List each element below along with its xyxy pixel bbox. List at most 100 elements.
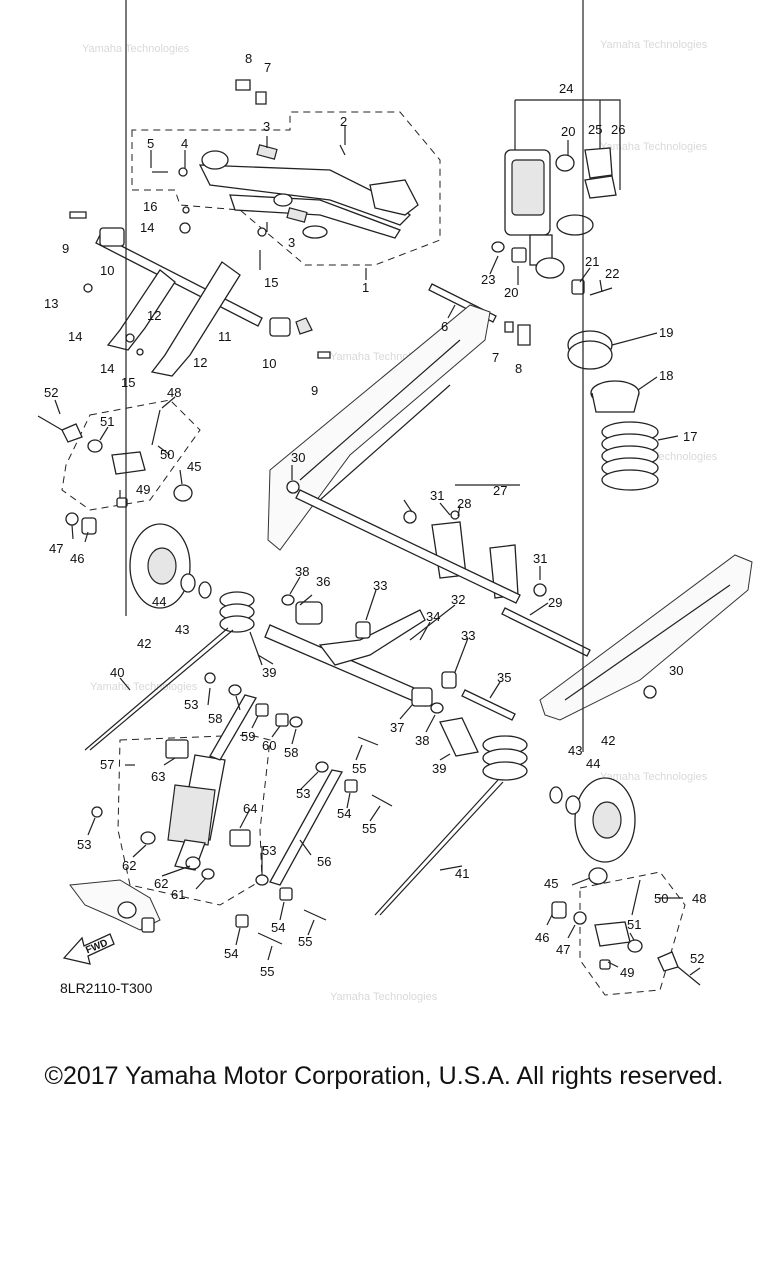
callout-62: 62 [122, 858, 136, 873]
callout-64: 64 [243, 801, 257, 816]
idler-wheels [129, 523, 636, 863]
callout-51: 51 [627, 917, 641, 932]
callout-12: 12 [147, 308, 161, 323]
watermark: Yamaha Technologies [330, 991, 438, 1003]
callout-6: 6 [441, 319, 448, 334]
callout-40: 40 [110, 665, 124, 680]
callout-11: 11 [218, 329, 232, 344]
watermark: Yamaha Technologies [600, 771, 708, 783]
callout-15: 15 [264, 275, 278, 290]
callout-55: 55 [260, 964, 274, 979]
callout-33: 33 [461, 628, 475, 643]
callout-58: 58 [284, 745, 298, 760]
callout-20: 20 [561, 124, 575, 139]
callout-17: 17 [683, 429, 697, 444]
watermark: Yamaha Technologies [600, 141, 708, 153]
callout-8: 8 [245, 51, 252, 66]
callout-55: 55 [352, 761, 366, 776]
right-idler-bracket [551, 867, 701, 996]
callout-4: 4 [181, 136, 188, 151]
callout-61: 61 [171, 887, 185, 902]
callout-55: 55 [362, 821, 376, 836]
callout-54: 54 [224, 946, 238, 961]
callout-62: 62 [154, 876, 168, 891]
fwd-label: FWD [84, 938, 109, 957]
callout-50: 50 [160, 447, 174, 462]
callout-32: 32 [451, 592, 465, 607]
leader-lines [54, 0, 701, 976]
callout-46: 46 [535, 930, 549, 945]
callout-48: 48 [692, 891, 706, 906]
callout-31: 31 [430, 488, 444, 503]
callout-53: 53 [296, 786, 310, 801]
callout-43: 43 [175, 622, 189, 637]
callout-45: 45 [187, 459, 201, 474]
callout-51: 51 [100, 414, 114, 429]
watermark: Yamaha Technologies [90, 681, 198, 693]
front-arm-assembly [131, 111, 441, 266]
callout-48: 48 [167, 385, 181, 400]
callout-7: 7 [264, 60, 271, 75]
callout-8: 8 [515, 361, 522, 376]
callout-53: 53 [184, 697, 198, 712]
callout-45: 45 [544, 876, 558, 891]
callout-44: 44 [586, 756, 600, 771]
callout-47: 47 [49, 541, 63, 556]
callout-7: 7 [492, 350, 499, 365]
callout-47: 47 [556, 942, 570, 957]
callout-27: 27 [493, 483, 507, 498]
rear-shock-absorber [235, 79, 659, 491]
rear-arm-bracket [286, 480, 657, 699]
callout-3: 3 [288, 235, 295, 250]
callout-54: 54 [271, 920, 285, 935]
callout-14: 14 [140, 220, 154, 235]
front-pivot-shaft [69, 206, 331, 377]
callout-15: 15 [121, 375, 135, 390]
callout-38: 38 [295, 564, 309, 579]
callout-10: 10 [100, 263, 114, 278]
callout-25: 25 [588, 122, 602, 137]
watermark: Yamaha Technologies [82, 43, 190, 55]
callout-19: 19 [659, 325, 673, 340]
callout-30: 30 [669, 663, 683, 678]
shock-spring [601, 421, 659, 491]
left-idler-bracket [37, 399, 201, 535]
callout-18: 18 [659, 368, 673, 383]
callout-52: 52 [44, 385, 58, 400]
callout-44: 44 [152, 594, 166, 609]
callout-labels: 8 7 3 2 5 4 16 3 14 9 10 15 1 13 12 14 1… [44, 51, 706, 980]
callout-54: 54 [337, 806, 351, 821]
callout-33: 33 [373, 578, 387, 593]
callout-37: 37 [390, 720, 404, 735]
callout-49: 49 [620, 965, 634, 980]
callout-26: 26 [611, 122, 625, 137]
callout-57: 57 [100, 757, 114, 772]
callout-23: 23 [481, 272, 495, 287]
rear-axle-bracket [69, 879, 161, 933]
drawing-code-label: 8LR2110-T300 [60, 980, 153, 996]
callout-13: 13 [44, 296, 58, 311]
callout-55: 55 [298, 934, 312, 949]
callout-36: 36 [316, 574, 330, 589]
callout-41: 41 [455, 866, 469, 881]
callout-63: 63 [151, 769, 165, 784]
callout-42: 42 [601, 733, 615, 748]
callout-21: 21 [585, 254, 599, 269]
callout-29: 29 [548, 595, 562, 610]
callout-24: 24 [559, 81, 573, 96]
callout-46: 46 [70, 551, 84, 566]
rear-shock-lower [91, 672, 393, 945]
callout-58: 58 [208, 711, 222, 726]
center-pivot-shaft [264, 594, 516, 757]
callout-20: 20 [504, 285, 518, 300]
callout-53: 53 [77, 837, 91, 852]
callout-16: 16 [143, 199, 157, 214]
callout-35: 35 [497, 670, 511, 685]
forward-arrow-icon: FWD [62, 933, 115, 965]
callout-60: 60 [262, 738, 276, 753]
callout-50: 50 [654, 891, 668, 906]
callout-22: 22 [605, 266, 619, 281]
callout-14: 14 [68, 329, 82, 344]
callout-52: 52 [690, 951, 704, 966]
callout-14: 14 [100, 361, 114, 376]
